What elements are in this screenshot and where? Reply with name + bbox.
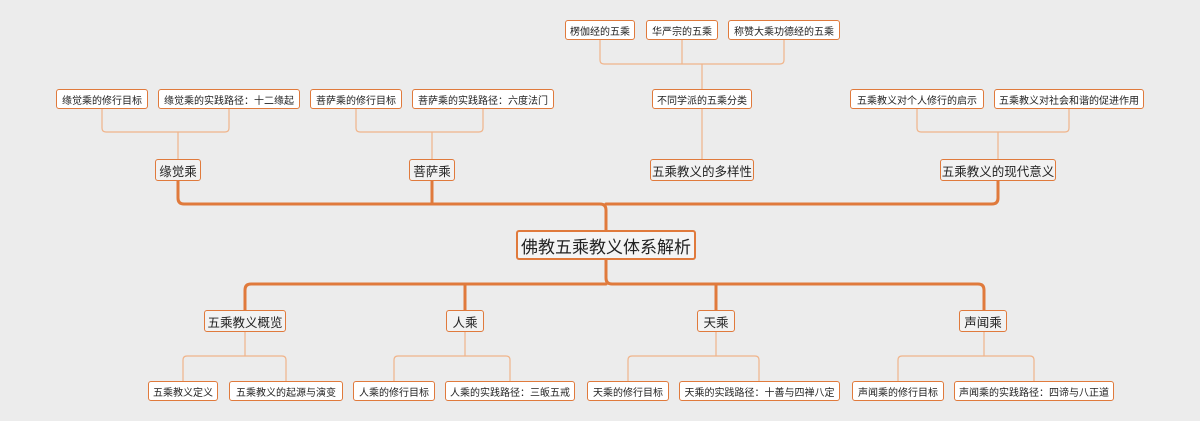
leaf-gailan-origin[interactable]: 五乘教义的起源与演变 — [229, 381, 343, 401]
connector-tiancheng-leaves-bar — [627, 355, 760, 382]
leaf-xiandai-personal[interactable]: 五乘教义对个人修行的启示 — [850, 89, 984, 109]
leaf-tiancheng-path[interactable]: 天乘的实践路径：十善与四禅八定 — [679, 381, 840, 401]
leaf-pusa-path[interactable]: 菩萨乘的实践路径：六度法门 — [412, 89, 554, 109]
connector-root-gailan — [243, 282, 608, 312]
connector-yuanjue-leaves-bar — [101, 108, 230, 133]
connector-root-yuanjue — [176, 179, 608, 232]
leaf-rencheng-goal[interactable]: 人乘的修行目标 — [353, 381, 435, 401]
leaf-yuanjue-path[interactable]: 缘觉乘的实践路径：十二缘起 — [158, 89, 300, 109]
leaf-gailan-definition[interactable]: 五乘教义定义 — [148, 381, 218, 401]
topic-xiandai[interactable]: 五乘教义的现代意义 — [940, 159, 1056, 181]
leaf-shengwen-goal[interactable]: 声闻乘的修行目标 — [852, 381, 944, 401]
topic-rencheng[interactable]: 人乘 — [446, 310, 484, 332]
root-topic[interactable]: 佛教五乘教义体系解析 — [516, 230, 696, 260]
leaf-xiandai-society[interactable]: 五乘教义对社会和谐的促进作用 — [994, 89, 1144, 109]
topic-gailan[interactable]: 五乘教义概览 — [204, 310, 286, 332]
connector-pusa-leaves-bar — [355, 108, 484, 133]
connector-duoyang-grandchildren-bar — [599, 39, 785, 65]
leaf-lengjia[interactable]: 楞伽经的五乘 — [565, 20, 635, 40]
topic-shengwen[interactable]: 声闻乘 — [959, 310, 1007, 332]
topic-tiancheng[interactable]: 天乘 — [697, 310, 735, 332]
leaf-chengzan[interactable]: 称赞大乘功德经的五乘 — [728, 20, 840, 40]
connector-xiandai-leaves-bar — [916, 108, 1070, 133]
leaf-duoyang-schools[interactable]: 不同学派的五乘分类 — [652, 89, 752, 109]
leaf-pusa-goal[interactable]: 菩萨乘的修行目标 — [310, 89, 402, 109]
leaf-huayan[interactable]: 华严宗的五乘 — [646, 20, 718, 40]
connector-shengwen-leaves-bar — [897, 355, 1035, 382]
leaf-rencheng-path[interactable]: 人乘的实践路径：三皈五戒 — [445, 381, 575, 401]
leaf-tiancheng-goal[interactable]: 天乘的修行目标 — [587, 381, 669, 401]
connector-gailan-leaves-bar — [182, 355, 287, 382]
topic-duoyang[interactable]: 五乘教义的多样性 — [650, 159, 754, 181]
connector-rencheng-leaves-bar — [393, 355, 511, 382]
connector-root-shengwen — [604, 258, 986, 312]
leaf-yuanjue-goal[interactable]: 缘觉乘的修行目标 — [56, 89, 148, 109]
topic-pusa[interactable]: 菩萨乘 — [409, 159, 455, 181]
leaf-shengwen-path[interactable]: 声闻乘的实践路径：四谛与八正道 — [954, 381, 1114, 401]
connector-root-xiandai — [604, 179, 1000, 206]
topic-yuanjue[interactable]: 缘觉乘 — [155, 159, 201, 181]
